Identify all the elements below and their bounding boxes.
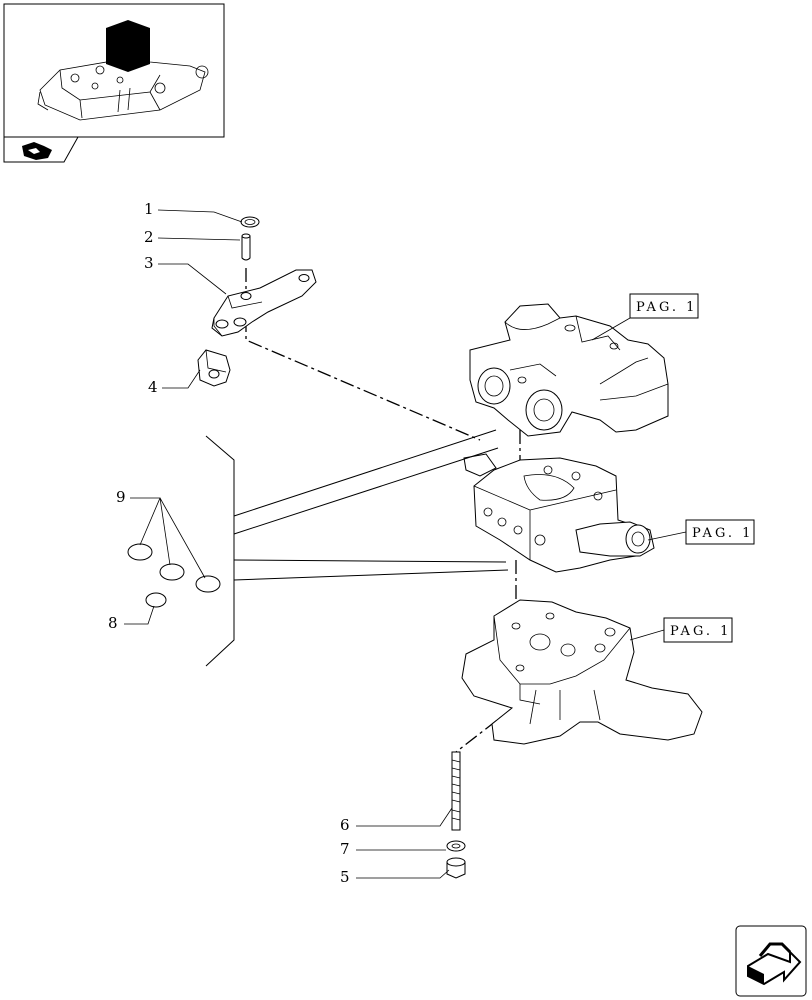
next-arrow-icon[interactable] <box>735 925 807 997</box>
o-rings <box>127 543 221 608</box>
part-bracket <box>197 349 231 387</box>
part-stud <box>451 751 461 831</box>
callout-9: 9 <box>116 488 126 506</box>
part-washer <box>446 840 466 852</box>
callout-2: 2 <box>144 228 154 246</box>
top-valve-body <box>469 303 669 437</box>
callout-8: 8 <box>108 614 118 632</box>
seal-bracket <box>205 429 509 667</box>
page-ref-bottom[interactable]: PAG. 1 <box>663 617 733 643</box>
svg-text:PAG. 1: PAG. 1 <box>692 526 753 541</box>
assembly-thumbnail[interactable] <box>3 3 225 138</box>
bottom-housing <box>461 599 703 745</box>
callout-7: 7 <box>340 840 350 858</box>
part-lever <box>211 269 317 337</box>
callout-4: 4 <box>148 378 158 396</box>
callout-3: 3 <box>144 254 154 272</box>
callouts: 1 2 3 4 9 8 6 7 5 <box>108 200 350 886</box>
svg-text:PAG. 1: PAG. 1 <box>636 300 697 315</box>
part-snap-ring <box>240 216 260 228</box>
middle-valve-section <box>463 453 655 573</box>
callout-1: 1 <box>144 200 154 218</box>
page-ref-middle[interactable]: PAG. 1 <box>685 519 755 545</box>
page-ref-top[interactable]: PAG. 1 <box>629 293 699 319</box>
part-pin <box>241 233 251 261</box>
svg-text:PAG. 1: PAG. 1 <box>670 624 731 639</box>
callout-5: 5 <box>340 868 350 886</box>
part-nut <box>446 857 466 879</box>
callout-6: 6 <box>340 816 350 834</box>
arrow-tab-icon[interactable] <box>3 136 79 163</box>
leader-lines <box>124 209 687 879</box>
